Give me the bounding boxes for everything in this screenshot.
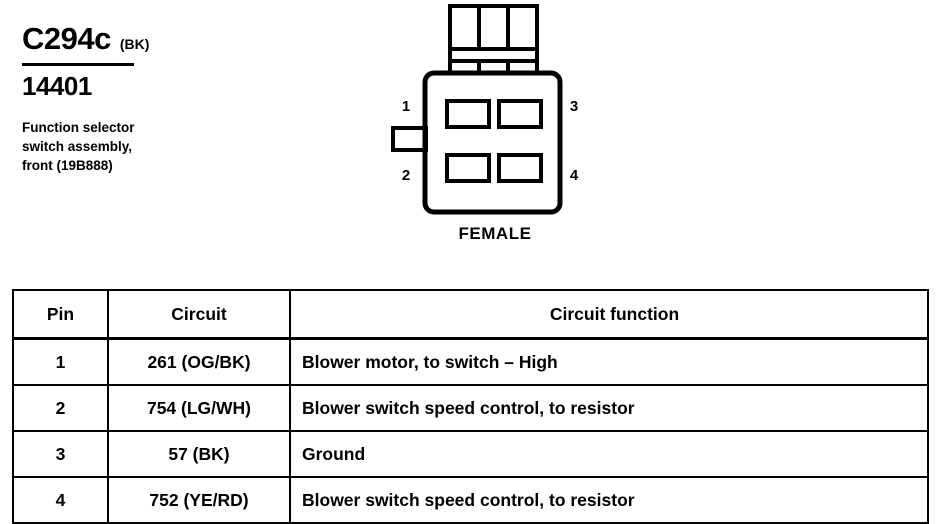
pin-label-4: 4	[569, 167, 579, 184]
connector-illustration-svg	[391, 4, 563, 215]
cell-function: Blower motor, to switch – High	[289, 337, 929, 386]
description-line-3: front (19B888)	[22, 158, 113, 173]
top-cap-slot-2	[477, 4, 510, 51]
column-header-pin: Pin	[12, 289, 109, 340]
connector-identification-block: C294c (BK) 14401 Function selector switc…	[22, 22, 272, 175]
table-header-row: Pin Circuit Circuit function	[12, 289, 929, 340]
top-cap-slot-3	[506, 4, 539, 51]
cell-pin: 2	[12, 384, 109, 432]
connector-color-code: (BK)	[119, 36, 150, 52]
table-row: 2 754 (LG/WH) Blower switch speed contro…	[12, 384, 929, 432]
connector-gender-label: FEMALE	[458, 224, 532, 243]
column-header-circuit: Circuit	[107, 289, 291, 340]
connector-body	[422, 70, 563, 215]
cavity-pin-4	[497, 153, 543, 183]
connector-diagram: 1 2 3 4 FEMALE	[380, 0, 610, 260]
connector-description: Function selector switch assembly, front…	[22, 118, 212, 175]
id-divider-rule	[22, 63, 134, 66]
part-number: 14401	[22, 71, 92, 101]
pin-label-3: 3	[569, 98, 579, 115]
cell-circuit: 57 (BK)	[107, 430, 291, 478]
column-header-circuit-function: Circuit function	[289, 289, 929, 340]
table-row: 3 57 (BK) Ground	[12, 430, 929, 478]
top-cap-slot-1	[448, 4, 481, 51]
cavity-pin-3	[497, 99, 543, 129]
pin-table: Pin Circuit Circuit function 1 261 (OG/B…	[12, 289, 929, 524]
cell-pin: 4	[12, 476, 109, 524]
table-row: 4 752 (YE/RD) Blower switch speed contro…	[12, 476, 929, 524]
cell-pin: 3	[12, 430, 109, 478]
cell-function: Ground	[289, 430, 929, 478]
locking-tab	[391, 126, 428, 152]
pin-label-2: 2	[401, 167, 411, 184]
cell-circuit: 754 (LG/WH)	[107, 384, 291, 432]
cell-circuit: 752 (YE/RD)	[107, 476, 291, 524]
table-header: Pin Circuit Circuit function	[12, 289, 929, 340]
cell-circuit: 261 (OG/BK)	[107, 337, 291, 386]
pin-label-1: 1	[401, 98, 411, 115]
connector-id: C294c	[22, 21, 111, 56]
table-body: 1 261 (OG/BK) Blower motor, to switch – …	[12, 337, 929, 524]
table-row: 1 261 (OG/BK) Blower motor, to switch – …	[12, 337, 929, 386]
connector-id-line: C294c (BK)	[22, 22, 272, 60]
description-line-1: Function selector	[22, 120, 135, 135]
cavity-pin-2	[445, 153, 491, 183]
description-line-2: switch assembly,	[22, 139, 133, 154]
cell-function: Blower switch speed control, to resistor	[289, 384, 929, 432]
cavity-pin-1	[445, 99, 491, 129]
cell-pin: 1	[12, 337, 109, 386]
cell-function: Blower switch speed control, to resistor	[289, 476, 929, 524]
